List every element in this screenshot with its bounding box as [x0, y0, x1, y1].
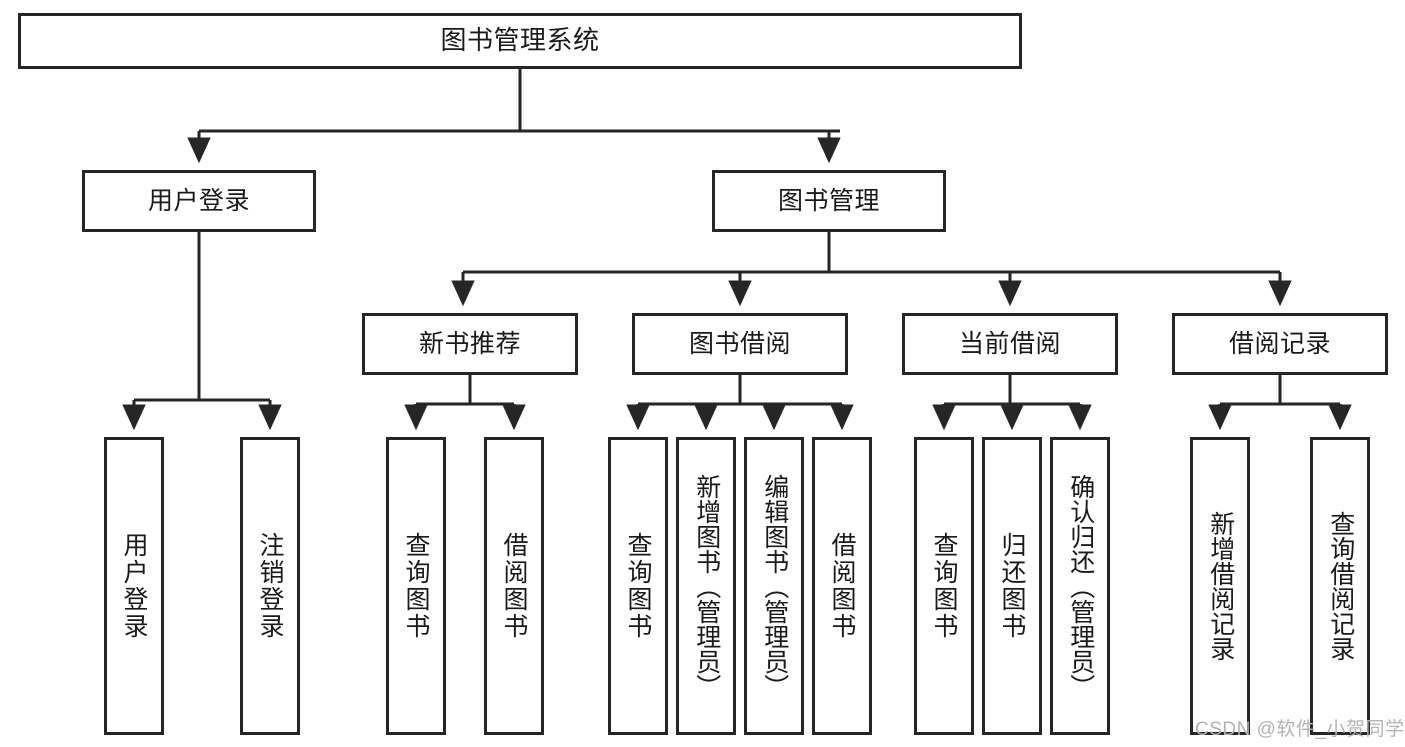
node-root-label: 图书管理系统 — [440, 25, 600, 56]
node-borrow-record[interactable]: 借阅记录 — [1172, 313, 1388, 375]
node-user-login[interactable]: 用户登录 — [82, 170, 316, 232]
node-borrow-record-label: 借阅记录 — [1228, 329, 1331, 358]
node-leaf-edit-book-label: 编辑图书（管理员） — [760, 473, 789, 699]
node-leaf-return-book-label: 归还图书 — [998, 532, 1026, 640]
node-leaf-query-book-3[interactable]: 查询图书 — [914, 437, 974, 735]
node-leaf-borrow-book-1-label: 借阅图书 — [500, 532, 528, 640]
node-book-manage[interactable]: 图书管理 — [712, 170, 946, 232]
node-book-borrow-label: 图书借阅 — [688, 329, 791, 358]
node-leaf-confirm-return[interactable]: 确认归还（管理员） — [1050, 437, 1110, 735]
node-leaf-query-borrow-record-label: 查询借阅记录 — [1326, 511, 1355, 661]
node-leaf-confirm-return-label: 确认归还（管理员） — [1066, 473, 1095, 699]
node-leaf-add-borrow-record[interactable]: 新增借阅记录 — [1190, 437, 1250, 735]
node-current-borrow[interactable]: 当前借阅 — [902, 313, 1118, 375]
node-leaf-borrow-book-2[interactable]: 借阅图书 — [812, 437, 872, 735]
node-new-book-recommend[interactable]: 新书推荐 — [362, 313, 578, 375]
node-leaf-query-book-2-label: 查询图书 — [624, 532, 652, 640]
node-book-borrow[interactable]: 图书借阅 — [632, 313, 848, 375]
node-leaf-query-book-1-label: 查询图书 — [402, 532, 430, 640]
node-leaf-borrow-book-2-label: 借阅图书 — [828, 532, 856, 640]
node-book-manage-label: 图书管理 — [777, 186, 880, 215]
node-leaf-logout-login-label: 注销登录 — [256, 532, 284, 640]
node-user-login-label: 用户登录 — [147, 186, 250, 215]
node-leaf-add-book-label: 新增图书（管理员） — [692, 473, 721, 699]
node-new-book-recommend-label: 新书推荐 — [418, 329, 521, 358]
csdn-watermark: CSDN @软件_小贺同学 — [1195, 719, 1405, 740]
node-leaf-edit-book[interactable]: 编辑图书（管理员） — [744, 437, 804, 735]
node-leaf-query-book-2[interactable]: 查询图书 — [608, 437, 668, 735]
node-leaf-user-login[interactable]: 用户登录 — [104, 437, 164, 735]
node-leaf-borrow-book-1[interactable]: 借阅图书 — [484, 437, 544, 735]
node-root[interactable]: 图书管理系统 — [18, 13, 1022, 69]
node-leaf-return-book[interactable]: 归还图书 — [982, 437, 1042, 735]
node-leaf-query-book-3-label: 查询图书 — [930, 532, 958, 640]
node-current-borrow-label: 当前借阅 — [958, 329, 1061, 358]
node-leaf-query-book-1[interactable]: 查询图书 — [386, 437, 446, 735]
node-leaf-add-book[interactable]: 新增图书（管理员） — [676, 437, 736, 735]
node-leaf-user-login-label: 用户登录 — [120, 532, 148, 640]
node-leaf-query-borrow-record[interactable]: 查询借阅记录 — [1310, 437, 1370, 735]
node-leaf-add-borrow-record-label: 新增借阅记录 — [1206, 511, 1235, 661]
node-leaf-logout-login[interactable]: 注销登录 — [240, 437, 300, 735]
